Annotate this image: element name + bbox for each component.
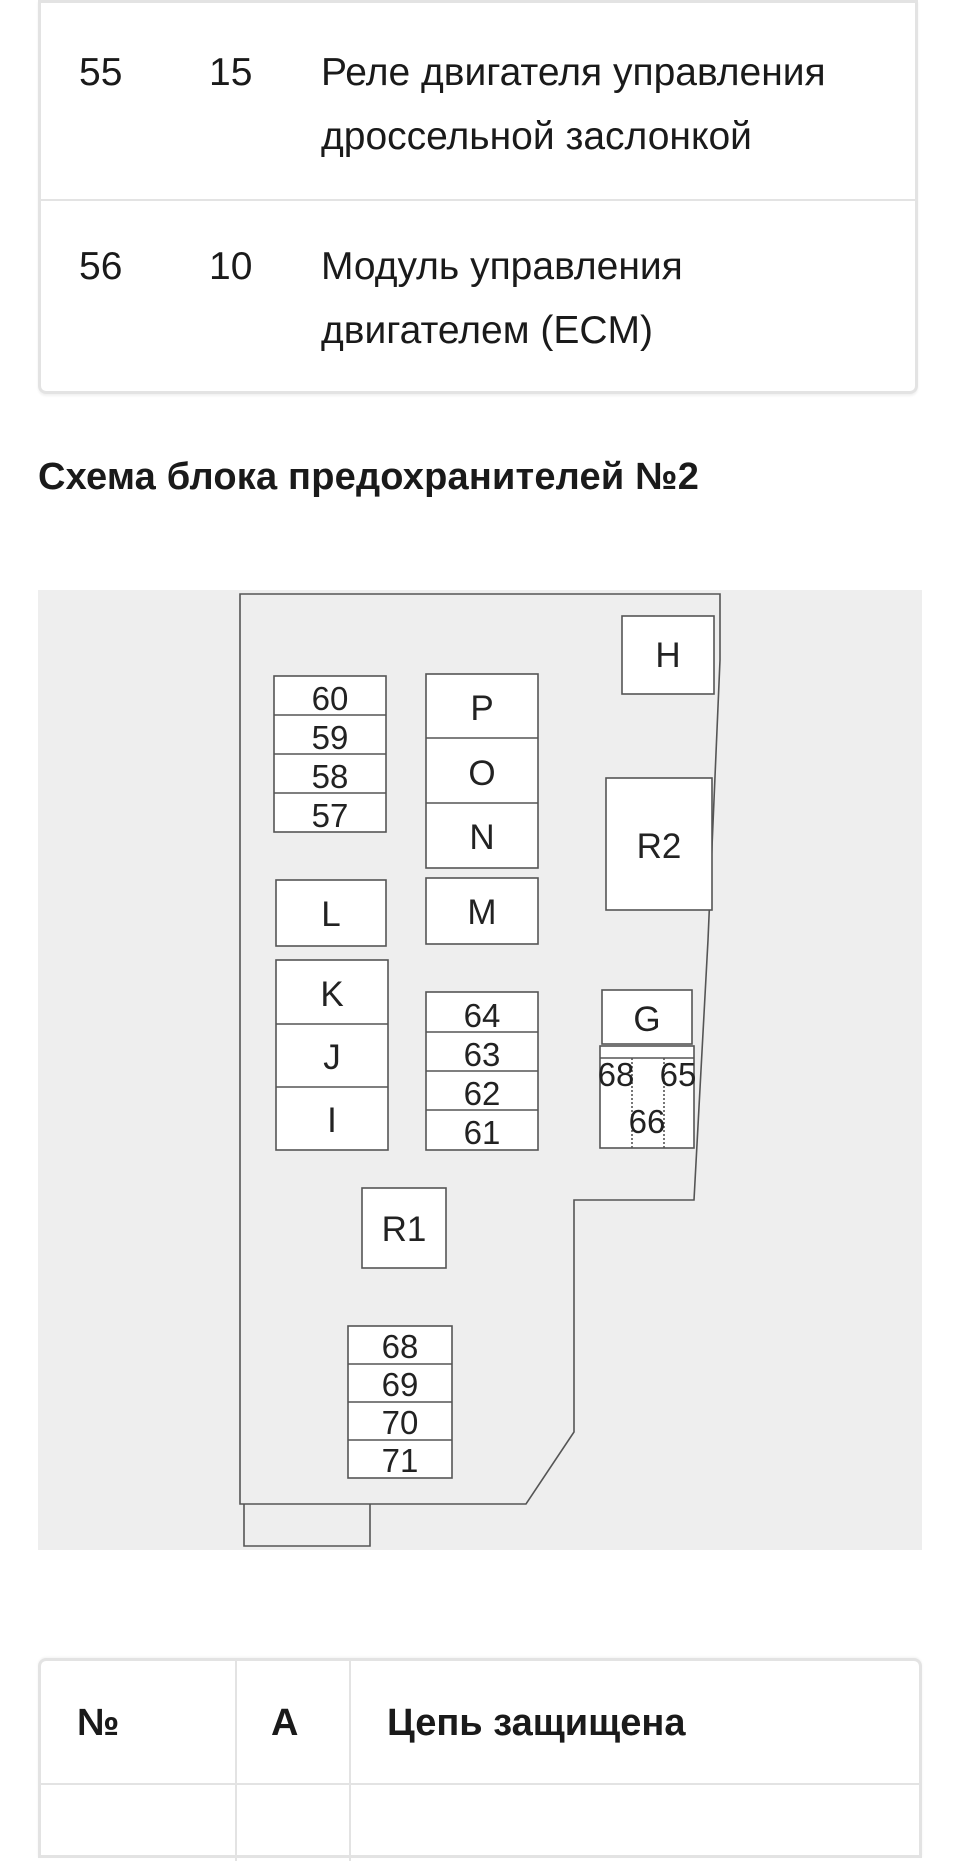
fuse-61-label: 61	[464, 1114, 501, 1151]
fuse-amperage: 10	[209, 245, 253, 288]
relay-P-label: P	[470, 689, 493, 728]
fuse-57-label: 57	[312, 797, 349, 834]
fuse-circuit-line: двигателем (ECM)	[321, 309, 654, 352]
header-number: №	[77, 1702, 120, 1744]
fuse-59-label: 59	[312, 719, 349, 756]
relay-I-label: I	[327, 1101, 337, 1140]
relay-M-label: M	[467, 893, 496, 932]
fuse-table-2: № A Цепь защищена	[38, 1658, 922, 1861]
fuse-60-label: 60	[312, 680, 349, 717]
header-amperage: A	[271, 1702, 299, 1744]
fuse-stack-center: 64 63 62 61	[425, 991, 539, 1151]
fuse-62-label: 62	[464, 1075, 501, 1112]
fuse-circuit: Модуль управления двигателем (ECM)	[321, 235, 901, 363]
fuse-68-label: 68	[382, 1328, 419, 1365]
relay-N-label: N	[469, 818, 494, 857]
fuse-circuit-line: Реле двигателя управления	[321, 51, 826, 94]
fuse-box-diagram-svg: 60 59 58 57 P O N H R2 L	[239, 593, 721, 1547]
table-header-row: № A Цепь защищена	[41, 1661, 919, 1785]
fuse-70-label: 70	[382, 1404, 419, 1441]
fuse-65-label: 65	[660, 1056, 697, 1093]
fuse-box-connector-tab	[243, 1504, 371, 1547]
header-circuit: Цепь защищена	[387, 1702, 686, 1744]
relay-R1: R1	[361, 1187, 447, 1269]
relay-L-label: L	[321, 895, 340, 934]
fuse-66-label: 66	[629, 1103, 666, 1140]
table-row: 56 10 Модуль управления двигателем (ECM)	[41, 201, 915, 391]
relay-O-label: O	[468, 754, 495, 793]
fuse-69-label: 69	[382, 1366, 419, 1403]
fuse-number: 55	[79, 51, 123, 94]
fuse-amperage: 15	[209, 51, 253, 94]
relay-column-left: K J I	[275, 959, 389, 1151]
relay-R2-label: R2	[637, 827, 682, 866]
fuse-stack-left: 60 59 58 57	[273, 675, 387, 834]
relay-L: L	[275, 879, 387, 947]
fuse-number: 56	[79, 245, 123, 288]
relay-G-group: G 68 65 66	[598, 989, 697, 1149]
relay-R1-label: R1	[382, 1210, 427, 1249]
relay-H: H	[621, 615, 715, 695]
table-row: 55 15 Реле двигателя управления дроссель…	[41, 3, 915, 201]
fuse-table-1: 55 15 Реле двигателя управления дроссель…	[38, 0, 918, 394]
relay-G-label: G	[633, 1000, 660, 1039]
column-divider	[349, 1661, 351, 1861]
fuse-64-label: 64	[464, 997, 501, 1034]
fuse-63-label: 63	[464, 1036, 501, 1073]
fuse-circuit: Реле двигателя управления дроссельной за…	[321, 41, 901, 169]
column-divider	[235, 1661, 237, 1861]
relay-J-label: J	[323, 1038, 341, 1077]
relay-K-label: K	[320, 975, 343, 1014]
section-title: Схема блока предохранителей №2	[38, 456, 700, 498]
fuse-68-right-label: 68	[598, 1056, 635, 1093]
relay-H-label: H	[655, 636, 680, 675]
fuse-circuit-line: Модуль управления	[321, 245, 683, 288]
relay-column-center: P O N	[425, 673, 539, 869]
fuse-71-label: 71	[382, 1442, 419, 1479]
relay-R2: R2	[605, 777, 713, 911]
relay-M: M	[425, 877, 539, 945]
fuse-box-diagram[interactable]: 60 59 58 57 P O N H R2 L	[38, 590, 922, 1550]
fuse-58-label: 58	[312, 758, 349, 795]
fuse-stack-bottom: 68 69 70 71	[347, 1325, 453, 1479]
fuse-circuit-line: дроссельной заслонкой	[321, 115, 752, 158]
